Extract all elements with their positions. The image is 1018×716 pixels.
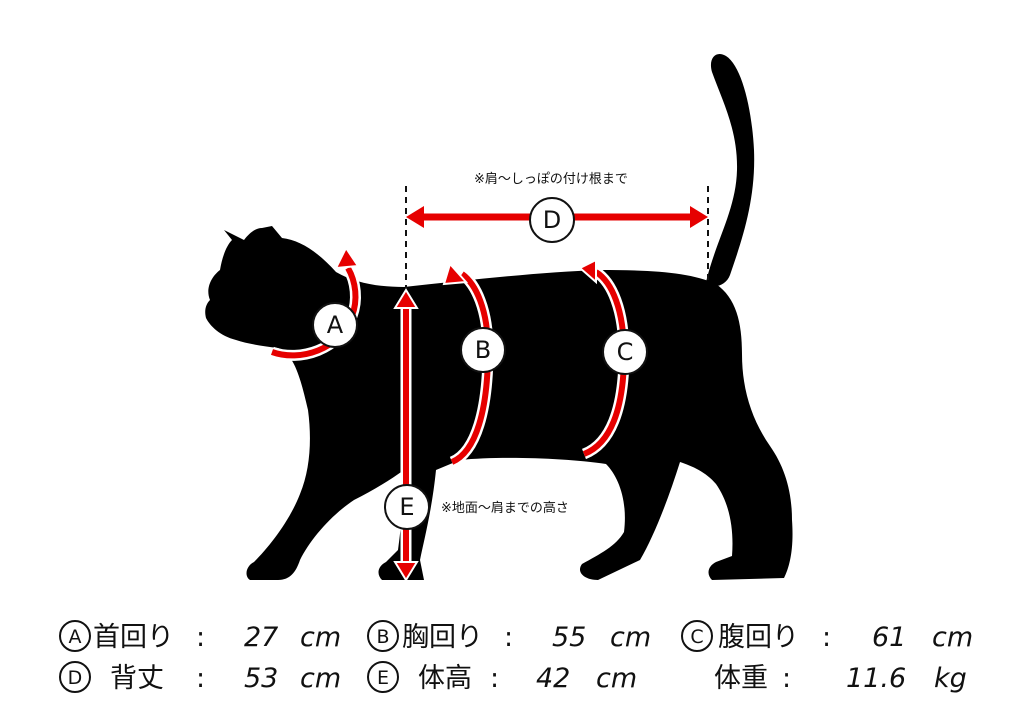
- legend-item-e: E 体高 : 42 cm: [367, 661, 637, 694]
- svg-text::: :: [196, 622, 205, 653]
- legend-weight-unit: kg: [934, 663, 967, 694]
- legend-a-value: 27: [244, 622, 278, 653]
- marker-b: B: [460, 327, 506, 373]
- legend-b-unit: cm: [610, 622, 651, 653]
- d-guides: [405, 186, 709, 288]
- legend-item-c: C 腹回り : 61 cm: [681, 620, 973, 653]
- legend-b-label: 胸回り: [402, 622, 483, 653]
- marker-d-label: D: [543, 206, 561, 234]
- svg-text::: :: [504, 622, 513, 653]
- legend-c-label: 腹回り: [718, 622, 799, 653]
- d-note: ※肩～しっぽの付け根まで: [474, 171, 628, 187]
- legend-a-letter: A: [69, 626, 82, 648]
- svg-text::: :: [822, 622, 831, 653]
- marker-e-label: E: [399, 493, 414, 521]
- legend-d-unit: cm: [300, 663, 341, 694]
- measurement-legend: A 首回り : 27 cm B 胸回り : 55 cm C 腹回り : 61 c…: [59, 620, 973, 694]
- legend-b-value: 55: [552, 622, 586, 653]
- legend-b-letter: B: [376, 626, 389, 648]
- legend-e-value: 42: [536, 663, 570, 694]
- legend-e-unit: cm: [596, 663, 637, 694]
- svg-text::: :: [196, 663, 205, 694]
- marker-b-label: B: [475, 336, 491, 364]
- legend-c-value: 61: [872, 622, 906, 653]
- legend-a-label: 首回り: [93, 622, 174, 653]
- legend-item-d: D 背丈 : 53 cm: [59, 661, 341, 694]
- legend-weight-value: 11.6: [846, 663, 906, 694]
- legend-item-a: A 首回り : 27 cm: [59, 620, 341, 653]
- legend-item-weight: 体重 : 11.6 kg: [714, 663, 967, 694]
- legend-d-label: 背丈: [110, 663, 164, 694]
- legend-e-label: 体高: [418, 663, 472, 694]
- marker-d: D: [529, 197, 575, 243]
- svg-text::: :: [782, 663, 791, 694]
- svg-text::: :: [490, 663, 499, 694]
- legend-c-letter: C: [690, 626, 703, 648]
- legend-weight-label: 体重: [714, 663, 768, 694]
- marker-a: A: [312, 302, 358, 348]
- legend-a-unit: cm: [300, 622, 341, 653]
- legend-d-letter: D: [68, 667, 83, 689]
- marker-a-label: A: [327, 311, 344, 339]
- legend-item-b: B 胸回り : 55 cm: [367, 620, 651, 653]
- legend-e-letter: E: [377, 667, 389, 689]
- marker-c-label: C: [617, 338, 634, 366]
- legend-d-value: 53: [244, 663, 278, 694]
- legend-c-unit: cm: [932, 622, 973, 653]
- marker-c: C: [602, 329, 648, 375]
- e-note: ※地面～肩までの高さ: [441, 500, 569, 516]
- marker-e: E: [384, 484, 430, 530]
